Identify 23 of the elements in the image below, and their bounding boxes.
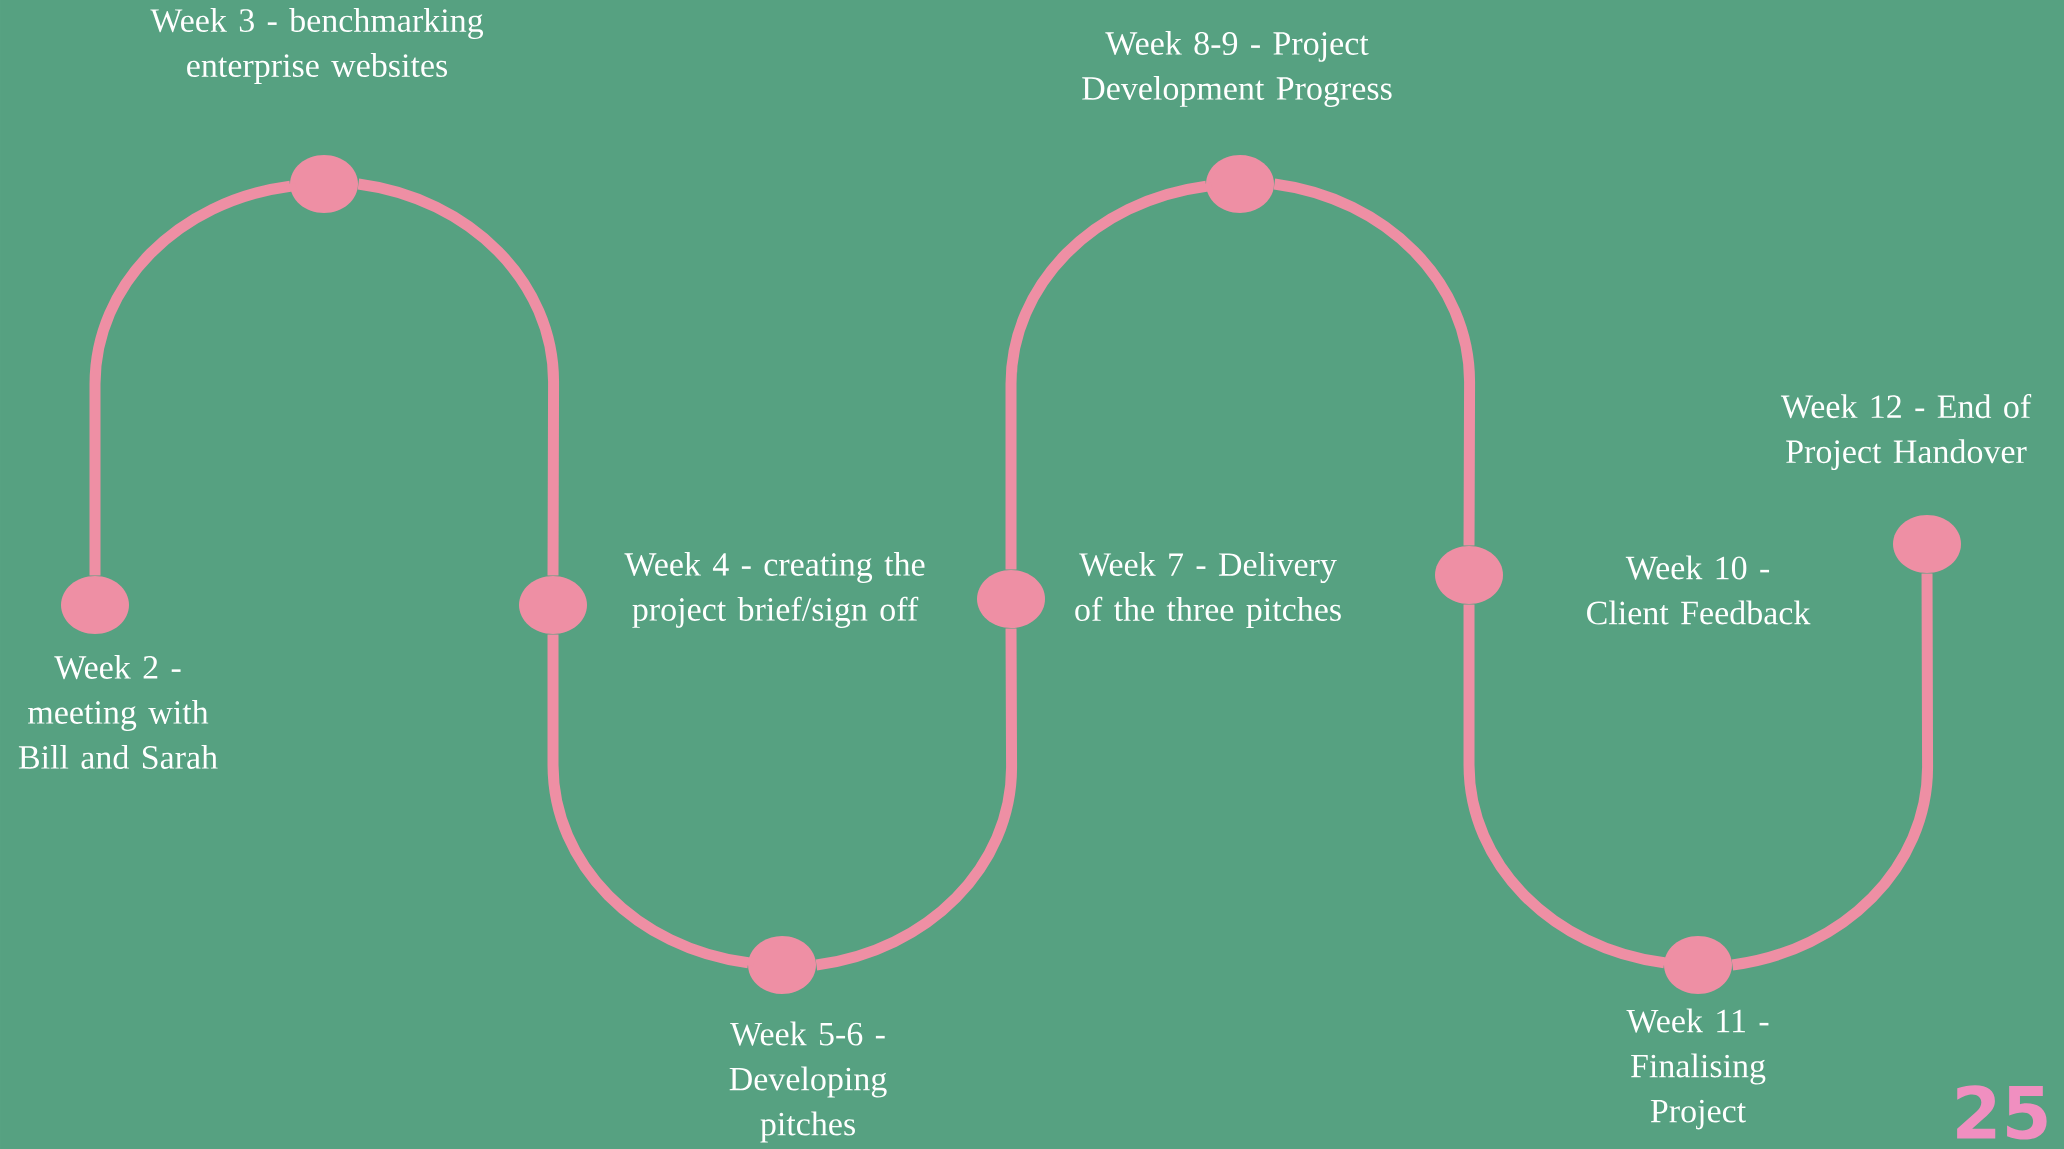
timeline-dot [1435, 546, 1503, 604]
milestone-label: Week 4 - creating the project brief/sign off [624, 552, 925, 628]
page-number: 25 [1957, 1085, 2047, 1140]
timeline-path [1731, 573, 1934, 971]
timeline-dot [61, 576, 129, 634]
timeline-dot [1664, 936, 1732, 994]
timeline-dot [748, 936, 816, 994]
timeline-dot [519, 576, 587, 634]
milestone-label: Week 2 - meeting with Bill and Sarah [18, 655, 218, 769]
milestone-label: Week 5-6 - Developing pitches [729, 1021, 887, 1143]
timeline-dot [1206, 155, 1274, 213]
milestone-label: Week 10 - Client Feedback [1587, 555, 1811, 625]
timeline-dot [290, 155, 358, 213]
milestone-label: Week 8-9 - Project Development Progress [1082, 31, 1392, 107]
milestone-label: Week 3 - benchmarking enterprise websites [150, 8, 484, 84]
timeline-path [815, 628, 1018, 971]
timeline-path [357, 178, 560, 576]
milestone-label: Week 7 - Delivery of the three pitches [1075, 552, 1341, 628]
timeline-path [1273, 178, 1476, 546]
timeline-dot [1893, 515, 1961, 573]
timeline-dot [977, 570, 1045, 628]
milestone-label: Week 11 - Finalising Project [1626, 1008, 1769, 1130]
milestone-label: Week 12 - End of Project Handover [1780, 393, 2032, 471]
